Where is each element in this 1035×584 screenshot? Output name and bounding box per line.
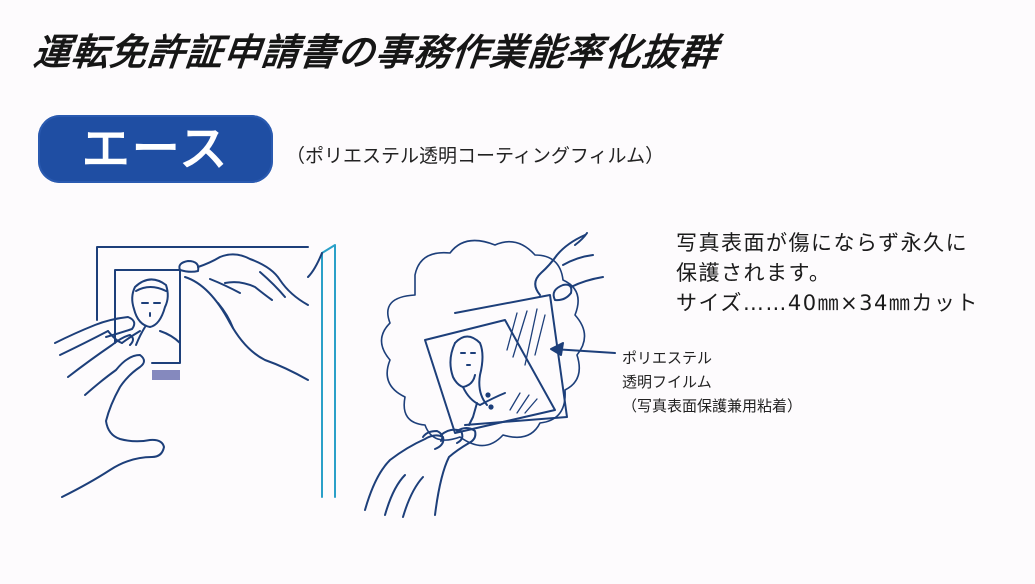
description-line: 写真表面が傷にならず永久に	[676, 231, 969, 255]
page-headline: 運転免許証申請書の事務作業能率化抜群	[31, 31, 720, 74]
film-callout-label: ポリエステル 透明フイルム （写真表面保護兼用粘着）	[622, 346, 802, 418]
callout-line: 透明フイルム	[622, 373, 712, 391]
product-description: 写真表面が傷にならず永久に 保護されます。 サイズ……40㎜×34㎜カット	[676, 228, 979, 318]
callout-line: ポリエステル	[622, 349, 713, 367]
product-badge: エース	[38, 115, 273, 183]
size-spec: サイズ……40㎜×34㎜カット	[676, 291, 979, 315]
product-name: エース	[81, 121, 230, 177]
callout-line: （写真表面保護兼用粘着）	[622, 397, 803, 415]
product-subtitle: （ポリエステル透明コーティングフィルム）	[286, 145, 665, 167]
film-application-illustration	[345, 225, 635, 520]
license-application-illustration	[40, 225, 350, 520]
description-line: 保護されます。	[676, 261, 832, 285]
